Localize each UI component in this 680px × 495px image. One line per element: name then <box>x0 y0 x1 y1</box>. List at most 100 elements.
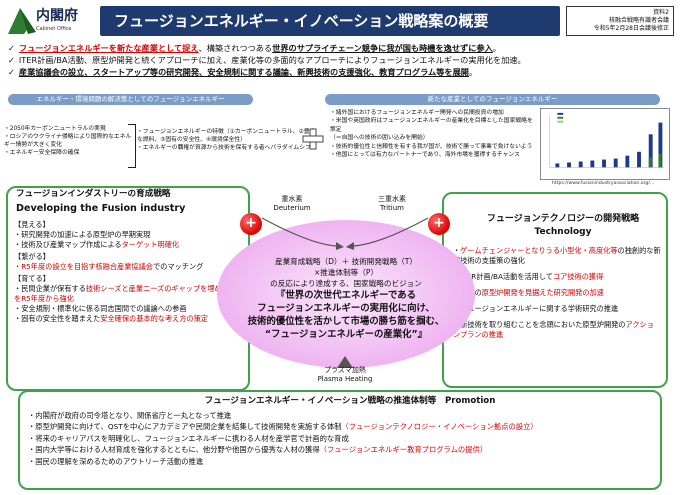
summary-bullet-text: 産業協議会の設立、スタートアップ等の研究開発、安全規制に関する議論、新興技術の支… <box>18 67 469 77</box>
vision-line1: 産業育成戦略（D）＋ 技術開発戦略（T） <box>275 257 417 266</box>
section-item: ・研究開発の加速による原型炉の早期実現 <box>14 230 244 240</box>
section-item: ・R5年度の設立を目指す核融合産業協議会でのマッチング <box>14 262 244 272</box>
background-item: ・エネルギー安全保障の確保 <box>4 150 80 156</box>
industry-trend-item: （＝自国への技術の囲い込みを開始） <box>330 135 429 142</box>
technology-strategy-items: ・ゲームチェンジャーとなりうる小型化・高度化等の独創的な新興技術の支援策の強化・… <box>453 246 661 346</box>
promotion-item-text: ・原型炉開発に向けて、QSTを中心にアカデミアや民間企業を結集して技術開発を実施… <box>28 422 342 432</box>
plus-icon <box>302 128 324 150</box>
tritium-en: Tritium <box>379 204 404 212</box>
promotion-item: ・国民の理解を深めるためのアウトリーチ活動の推進 <box>28 456 658 467</box>
tritium-label: 三重水素 Tritium <box>362 195 422 213</box>
promotion-items: ・内閣府が政府の司令塔となり、関係省庁と一丸となって推進・原型炉開発に向けて、Q… <box>28 410 658 467</box>
technology-title-en: Technology <box>534 227 592 237</box>
vision-statement-1: 『世界の次世代エネルギーである <box>276 290 416 301</box>
vision-line3: の反応により達成する、国家戦略のビジョン <box>270 279 422 288</box>
deuterium-label: 重水素 Deuterium <box>262 195 322 213</box>
band-energy-environment: エネルギー・環境問題の解決策としてのフュージョンエネルギー <box>8 94 253 105</box>
industry-trend-item: ・米国や英国政府はフュージョンエネルギーの産業化を目標とした国家戦略を策定 <box>330 118 533 133</box>
doc-meeting: 核融合戦略有識者会議 <box>608 17 669 25</box>
technology-strategy-title: フュージョンテクノロジーの開発戦略 Technology <box>468 213 658 239</box>
industry-strategy-title-ja: フュージョンインダストリーの育成戦略 <box>16 189 171 199</box>
industry-trend-item: ・諸外国におけるフュージョンエネルギー開発への民間投資の増加 <box>330 110 504 116</box>
feature-item: ・エネルギーの覇権が資源から技術を保有する者へパラダイムシフト <box>137 145 317 151</box>
background-item: ・2050年カーボンニュートラルの実現 <box>4 126 106 132</box>
promotion-item: ・将来のキャリアパスを明確化し、フュージョンエネルギーに携わる人材を産学官で計画… <box>28 433 658 444</box>
summary-bullet-text: 。 <box>468 67 478 77</box>
org-name: 内閣府 <box>36 8 78 24</box>
page-title: フュージョンエネルギー・イノベーション戦略案の概要 <box>100 6 560 36</box>
background-item: ・ロシアのウクライナ侵略により国際的なエネルギー情勢が大きく変化 <box>4 134 132 148</box>
vision-statement-3: 技術的優位性を活かして市場の勝ち筋を掴む、 <box>247 316 445 327</box>
doc-label: 資料2 <box>653 9 669 16</box>
summary-bullet: ✓産業協議会の設立、スタートアップ等の研究開発、安全規制に関する議論、新興技術の… <box>8 66 678 78</box>
technology-item: ・新技術を取り組むことを念頭においた原型炉開発のアクションプランの推進 <box>453 320 661 340</box>
vision-line2: ×推進体制等（P） <box>313 268 379 277</box>
section-item-text: ・R5年度の設立を目指す核融合産業協議会 <box>14 262 153 271</box>
promotion-item: ・原型炉開発に向けて、QSTを中心にアカデミアや民間企業を結集して技術開発を実施… <box>28 421 658 432</box>
summary-bullet-text: 。 <box>492 43 501 53</box>
feature-list: ・フュージョンエネルギーの特徴（①カーボンニュートラル、②豊富な燃料、③固有の安… <box>137 128 317 152</box>
vision-statement-2: フュージョンエネルギーの実用化に向け、 <box>257 303 435 314</box>
section-heading: 【見える】 <box>14 220 50 229</box>
section-item-text: ・研究開発の加速による原型炉の早期実現 <box>14 230 151 239</box>
fusion-arrows-icon <box>261 217 429 250</box>
promotion-item: ・内閣府が政府の司令塔となり、関係省庁と一丸となって推進 <box>28 410 658 421</box>
industry-strategy-title-en: Developing the Fusion industry <box>16 203 186 214</box>
promotion-item: ・国内大学等における人材育成を強化するとともに、他分野や他国から優秀な人材の獲得… <box>28 444 658 455</box>
plasma-arrow-icon <box>337 356 353 368</box>
plasma-en: Plasma Heating <box>317 375 373 383</box>
summary-bullet-text: 世界のサプライチェーン競争に我が国も時機を逸せずに参入 <box>272 43 493 53</box>
technology-item: ・将来の原型炉開発を見据えた研究開発の加速 <box>453 288 661 298</box>
vision-text: 産業育成戦略（D）＋ 技術開発戦略（T） ×推進体制等（P） の反応により達成す… <box>235 256 457 341</box>
technology-item-text: ・フュージョンエネルギーに関する学術研究の推進 <box>453 304 619 313</box>
summary-bullets: ✓フュージョンエネルギーを新たな産業として捉え、構築されつつある世界のサプライチ… <box>8 42 678 78</box>
summary-bullet: ✓フュージョンエネルギーを新たな産業として捉え、構築されつつある世界のサプライチ… <box>8 42 678 54</box>
section-item-text: 技術シーズと産業ニーズのギャップを埋める支援をR5年度から強化 <box>14 284 244 303</box>
technology-item-text: ・新技術を取り組むことを念頭においた原型炉開発の <box>453 320 626 329</box>
promotion-item-text: ・将来のキャリアパスを明確化し、フュージョンエネルギーに携わる人材を産学官で計画… <box>28 433 349 443</box>
promotion-item-text: ・内閣府が政府の司令塔となり、関係省庁と一丸となって推進 <box>28 411 232 420</box>
section-item: ・民間企業が保有する技術シーズと産業ニーズのギャップを埋める支援をR5年度から強… <box>14 284 244 304</box>
promotion-item-text: ・国民の理解を深めるためのアウトリーチ活動の推進 <box>28 456 204 466</box>
chart-source-caption: https://www.fusionindustryassociation.or… <box>552 181 655 186</box>
technology-item-text: ゲームチェンジャーとなりうる小型化・高度化等 <box>460 246 618 255</box>
section-item-text: ターゲット明確化 <box>121 240 180 249</box>
section-item-text: ・固有の安全性を踏まえた <box>14 314 101 323</box>
technology-item-text: ・ITER計画/BA活動を活用して <box>453 272 553 281</box>
section-item-text: 安全確保の基本的な考え方の策定 <box>100 314 209 323</box>
deuterium-particle-icon: + <box>240 213 262 235</box>
industry-strategy-sections: 【見える】・研究開発の加速による原型炉の早期実現・技術及び産業マップ作成によるタ… <box>14 218 244 324</box>
summary-bullet-text: 、構築されつつある <box>198 43 273 53</box>
promotion-item-text: （フュージョンテクノロジー・イノベーション拠点の設立） <box>341 422 538 432</box>
section-item: ・固有の安全性を踏まえた安全確保の基本的な考え方の策定 <box>14 314 244 324</box>
vision-statement-4: “フュージョンエネルギーの産業化”』 <box>264 329 428 340</box>
vision-ellipse <box>217 220 475 368</box>
section-item-text: ・民間企業が保有する <box>14 284 86 293</box>
band-new-industry: 新たな産業としてのフュージョンエネルギー <box>325 94 660 105</box>
technology-title-ja: フュージョンテクノロジーの開発戦略 <box>486 214 640 224</box>
doc-date: 令和5年2月28日会議後修正 <box>593 25 669 33</box>
org-name-en: Cabinet Office <box>36 26 72 32</box>
cabinet-office-logo-icon <box>8 8 36 34</box>
plasma-ja: プラズマ加熱 <box>324 366 366 374</box>
plasma-heating-label: プラズマ加熱 Plasma Heating <box>300 366 390 384</box>
section-item-text: ・技術及び産業マップ作成による <box>14 240 122 249</box>
background-list: ・2050年カーボンニュートラルの実現・ロシアのウクライナ侵略により国際的なエネ… <box>4 125 134 157</box>
section-item-text: ・安全規制・標準化に係る同志国間での議論への参画 <box>14 304 187 313</box>
technology-item-text: コア技術の獲得 <box>552 272 604 281</box>
summary-bullet-text: ITER計画/BA活動、原型炉開発と続くアプローチに加え、産業化等の多面的なアプ… <box>18 55 526 65</box>
technology-item-text: の独創的な新興技術の支援策の強化 <box>453 246 661 265</box>
technology-item-text: ・ <box>453 246 461 255</box>
promotion-title: フュージョンエネルギー・イノベーション戦略の推進体制等 Promotion <box>204 396 496 406</box>
industry-trend-list: ・諸外国におけるフュージョンエネルギー開発への民間投資の増加・米国や英国政府はフ… <box>330 109 535 159</box>
check-icon: ✓ <box>8 43 15 53</box>
promotion-item-text: ・国内大学等における人材育成を強化するとともに、他分野や他国から優秀な人材の獲得 <box>28 445 320 455</box>
document-label-box: 資料2 核融合戦略有識者会議 令和5年2月28日会議後修正 <box>566 6 674 36</box>
summary-bullet: ✓ITER計画/BA活動、原型炉開発と続くアプローチに加え、産業化等の多面的なア… <box>8 54 678 66</box>
technology-item: ・ITER計画/BA活動を活用してコア技術の獲得 <box>453 272 661 282</box>
tritium-particle-icon: + <box>428 213 450 235</box>
technology-item-text: 原型炉開発を見据えた研究開発の加速 <box>481 288 604 297</box>
check-icon: ✓ <box>8 67 15 77</box>
industry-trend-item: ・他国にとっては有力なパートナーであり、海外市場を獲得するチャンス <box>330 152 520 159</box>
promotion-item-text: （フュージョンエネルギー教育プログラムの提供） <box>319 445 488 455</box>
